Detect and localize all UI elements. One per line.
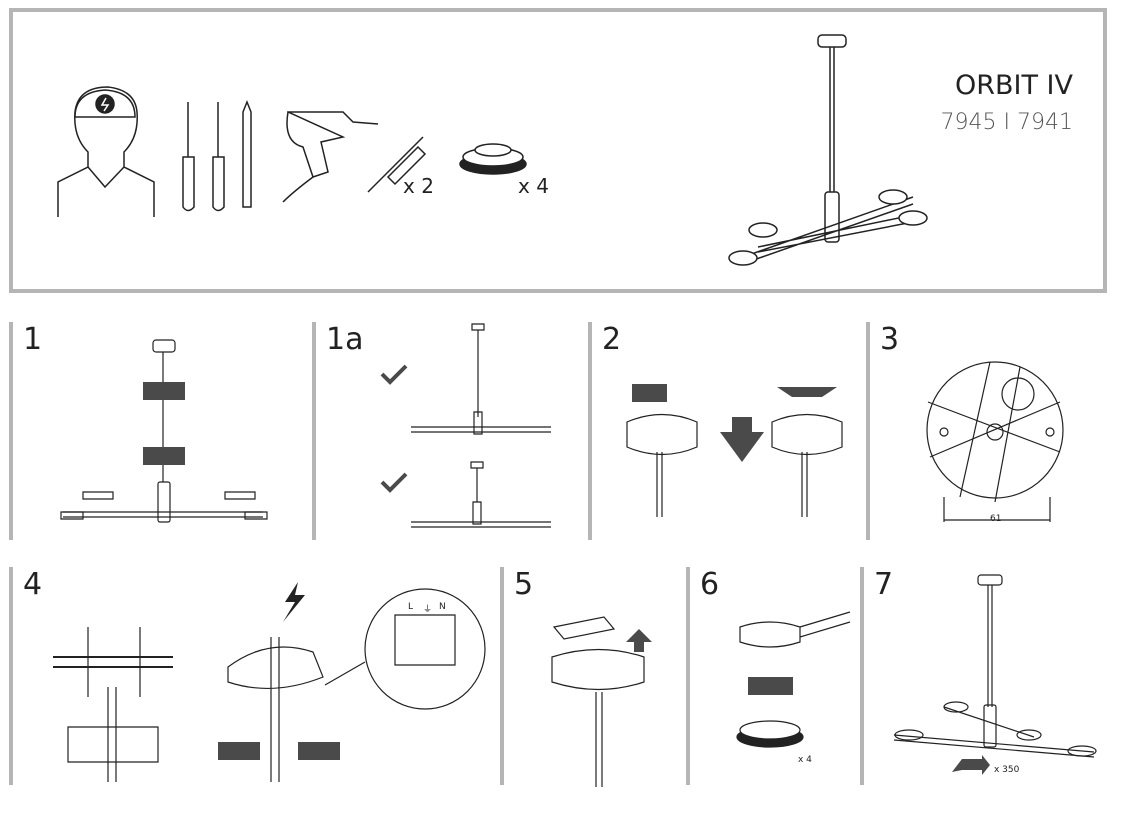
step-number: 1	[23, 322, 43, 357]
step-1a: 1a	[312, 322, 578, 540]
step-6: 6 x 4	[686, 567, 850, 785]
step-1: 1	[9, 322, 303, 540]
step-3-illustration	[870, 322, 1121, 472]
step-6-illustration	[690, 567, 990, 717]
rotation-quantity: x 350	[994, 765, 1020, 775]
step-number: 1a	[326, 322, 364, 357]
cap-quantity: x 4	[518, 174, 549, 198]
ceiling-cap-icon	[460, 144, 526, 174]
cap-quantity: x 4	[798, 755, 812, 765]
wall-plug-icon	[368, 137, 425, 192]
header-tools-panel: x 2 x 4 ORBIT IV 7945 I 7941	[9, 8, 1107, 293]
step-number: 5	[514, 567, 534, 602]
step-2: 2	[588, 322, 854, 540]
step-number: 2	[602, 322, 622, 357]
anchor-quantity: x 2	[403, 174, 434, 198]
step-4-illustration	[13, 582, 313, 717]
drill-icon	[283, 112, 378, 202]
tools-illustration	[13, 12, 1103, 289]
step-number: 4	[23, 567, 43, 602]
step-7: 7 x 350	[860, 567, 1109, 785]
step-number: 7	[874, 567, 894, 602]
electrician-icon	[58, 87, 154, 217]
product-name: ORBIT IV	[954, 70, 1073, 101]
product-codes: 7945 I 7941	[940, 110, 1073, 135]
step-number: 3	[880, 322, 900, 357]
step-5-illustration	[504, 567, 652, 717]
terminal-label-l: L	[408, 602, 414, 612]
step-3: 2 3 61	[866, 322, 1110, 540]
terminal-label-n: N	[439, 602, 446, 612]
screwdriver-icons	[183, 102, 251, 211]
step-4: 4 L ⏚ N	[9, 567, 491, 785]
step-number: 6	[700, 567, 720, 602]
dimension-label: 61	[990, 514, 1002, 524]
terminal-label-earth: ⏚	[423, 605, 433, 615]
step-2-illustration	[592, 384, 892, 472]
step-5: 5	[500, 567, 676, 785]
step-7-illustration	[864, 567, 1121, 775]
step-1-illustration	[13, 322, 313, 472]
step-1a-illustration	[316, 322, 616, 472]
lamp-product-icon	[729, 35, 927, 265]
